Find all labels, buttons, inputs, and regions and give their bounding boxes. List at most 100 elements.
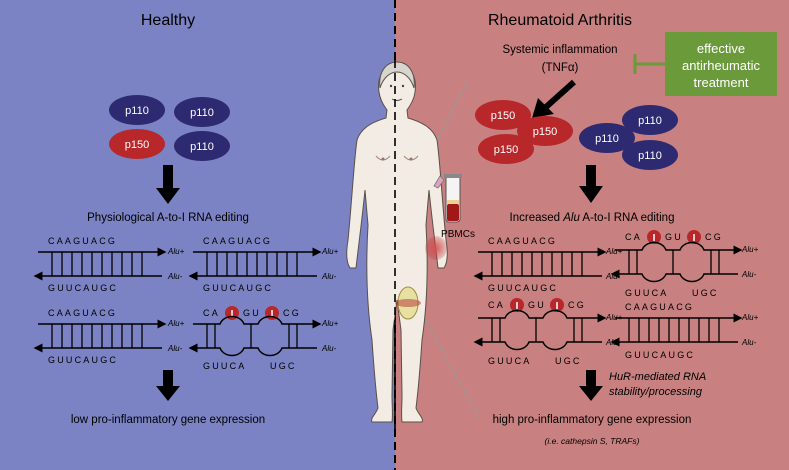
rna-top-seq-mid: GU: [528, 300, 546, 310]
rna-duplex: CAAGUACG Alu+ Alu- GUUCAUGC: [610, 302, 759, 360]
pbmc-tube: [433, 174, 462, 223]
rna-top-seq: CAAGUACG: [625, 302, 694, 312]
rna-bottom-seq: GUUCAUGC: [48, 355, 118, 365]
rna-duplex: CAAGUACG Alu+ Alu- GUUCAUGC: [33, 308, 185, 365]
body-silhouette: [346, 65, 448, 423]
treatment-line1: effective: [697, 41, 745, 56]
protein-label: p110: [125, 105, 149, 117]
human-figure: [346, 61, 481, 423]
healthy-outcome-label: low pro-inflammatory gene expression: [71, 414, 265, 426]
ra-editing-label: Increased Alu A-to-I RNA editing: [510, 212, 675, 224]
alu-minus-label: Alu-: [741, 270, 757, 279]
alu-minus-label: Alu-: [167, 272, 183, 281]
inosine-label: I: [653, 233, 656, 244]
rna-bottom-seq: GUUCAUGC: [203, 283, 273, 293]
treatment-box: [665, 32, 777, 96]
protein-p150: [475, 100, 531, 130]
rna-duplex: CAAGUACG Alu+ Alu- GUUCAUGC: [473, 236, 623, 293]
down-arrow: [156, 165, 180, 204]
ra-example-label: (i.e. cathepsin S, TRAFs): [545, 436, 640, 446]
rna-bottom-seq: GUUCAUGC: [625, 350, 695, 360]
rna-top-seq-right: CG: [283, 308, 301, 318]
protein-label: p110: [638, 115, 662, 127]
rna-duplex: CAAGUACG Alu+ Alu- GUUCAUGC: [188, 236, 339, 293]
down-arrow: [579, 165, 603, 203]
ra-protein-group: p150 p150 p150 p110 p110 p110: [475, 100, 678, 170]
protein-label: p110: [595, 133, 619, 145]
protein-p110: [579, 123, 635, 153]
rna-top-seq-mid: GU: [665, 232, 683, 242]
healthy-protein-group: p110 p110 p150 p110: [109, 95, 230, 161]
rna-top-seq-mid: GU: [243, 308, 261, 318]
rna-bottom-seq-left: GUUCA: [625, 288, 669, 298]
rna-top-seq: CAAGUACG: [48, 236, 117, 246]
healthy-editing-label: Physiological A-to-I RNA editing: [87, 212, 249, 224]
hur-line2: stability/processing: [609, 386, 703, 398]
protein-p110: [174, 131, 230, 161]
healthy-panel: [0, 0, 395, 470]
alu-minus-label: Alu-: [321, 272, 337, 281]
protein-p110: [174, 97, 230, 127]
rna-duplex-edited: CA I GU I CG Alu+ Alu- GUUCA UGC: [610, 230, 759, 298]
down-arrow: [579, 370, 603, 401]
rna-top-seq: CAAGUACG: [48, 308, 117, 318]
alu-plus-label: Alu+: [741, 313, 759, 322]
protein-label: p150: [125, 139, 149, 151]
ra-outcome-label: high pro-inflammatory gene expression: [493, 414, 692, 426]
rna-top-seq: CAAGUACG: [488, 236, 557, 246]
alu-minus-label: Alu-: [321, 344, 337, 353]
rna-top-seq: CAAGUACG: [203, 236, 272, 246]
protein-label: p110: [638, 150, 662, 162]
alu-plus-label: Alu+: [741, 245, 759, 254]
protein-label: p110: [190, 107, 214, 119]
inosine-label: I: [693, 233, 696, 244]
inosine-label: I: [271, 309, 274, 320]
ra-title: Rheumatoid Arthritis: [488, 12, 632, 29]
rna-bottom-seq-right: UGC: [692, 288, 719, 298]
protein-p150: [478, 134, 534, 164]
treatment-line2: antirheumatic: [682, 58, 761, 73]
rna-top-seq-left: CA: [625, 232, 642, 242]
alu-plus-label: Alu+: [605, 313, 623, 322]
alu-plus-label: Alu+: [321, 319, 339, 328]
inflammation-arrow: [544, 79, 576, 110]
inosine-label: I: [231, 309, 234, 320]
protein-label: p150: [491, 110, 515, 122]
rna-bottom-seq: GUUCAUGC: [48, 283, 118, 293]
treatment-line3: treatment: [694, 75, 749, 90]
protein-p110: [622, 140, 678, 170]
protein-p150: [517, 116, 573, 146]
pbmc-label: PBMCs: [441, 229, 475, 240]
rna-bottom-seq-left: GUUCA: [203, 361, 247, 371]
rna-top-seq-right: CG: [705, 232, 723, 242]
alu-minus-label: Alu-: [167, 344, 183, 353]
alu-plus-label: Alu+: [167, 319, 185, 328]
alu-plus-label: Alu+: [167, 247, 185, 256]
inosine-marker: [510, 298, 524, 312]
rna-top-seq-left: CA: [488, 300, 505, 310]
rna-top-seq-right: CG: [568, 300, 586, 310]
protein-p110: [622, 105, 678, 135]
healthy-title: Healthy: [141, 12, 195, 29]
inosine-marker: [550, 298, 564, 312]
alu-plus-label: Alu+: [605, 247, 623, 256]
blood-draw-site: [425, 236, 447, 260]
protein-p150: [109, 129, 165, 159]
protein-label: p150: [494, 144, 518, 156]
down-arrow: [156, 370, 180, 401]
inflammation-tnf-label: (TNFα): [542, 62, 579, 74]
rna-duplex-edited: CA I GU I CG Alu+ Alu- GUUCA UGC: [188, 306, 339, 371]
rna-bottom-seq-right: UGC: [555, 356, 582, 366]
protein-label: p110: [190, 141, 214, 153]
inosine-label: I: [516, 301, 519, 312]
rna-duplex: CAAGUACG Alu+ Alu- GUUCAUGC: [33, 236, 185, 293]
inosine-label: I: [556, 301, 559, 312]
alu-minus-label: Alu-: [741, 338, 757, 347]
rna-bottom-seq: GUUCAUGC: [488, 283, 558, 293]
protein-p110: [109, 95, 165, 125]
rna-bottom-seq-right: UGC: [270, 361, 297, 371]
rna-top-seq-left: CA: [203, 308, 220, 318]
protein-label: p150: [533, 126, 557, 138]
